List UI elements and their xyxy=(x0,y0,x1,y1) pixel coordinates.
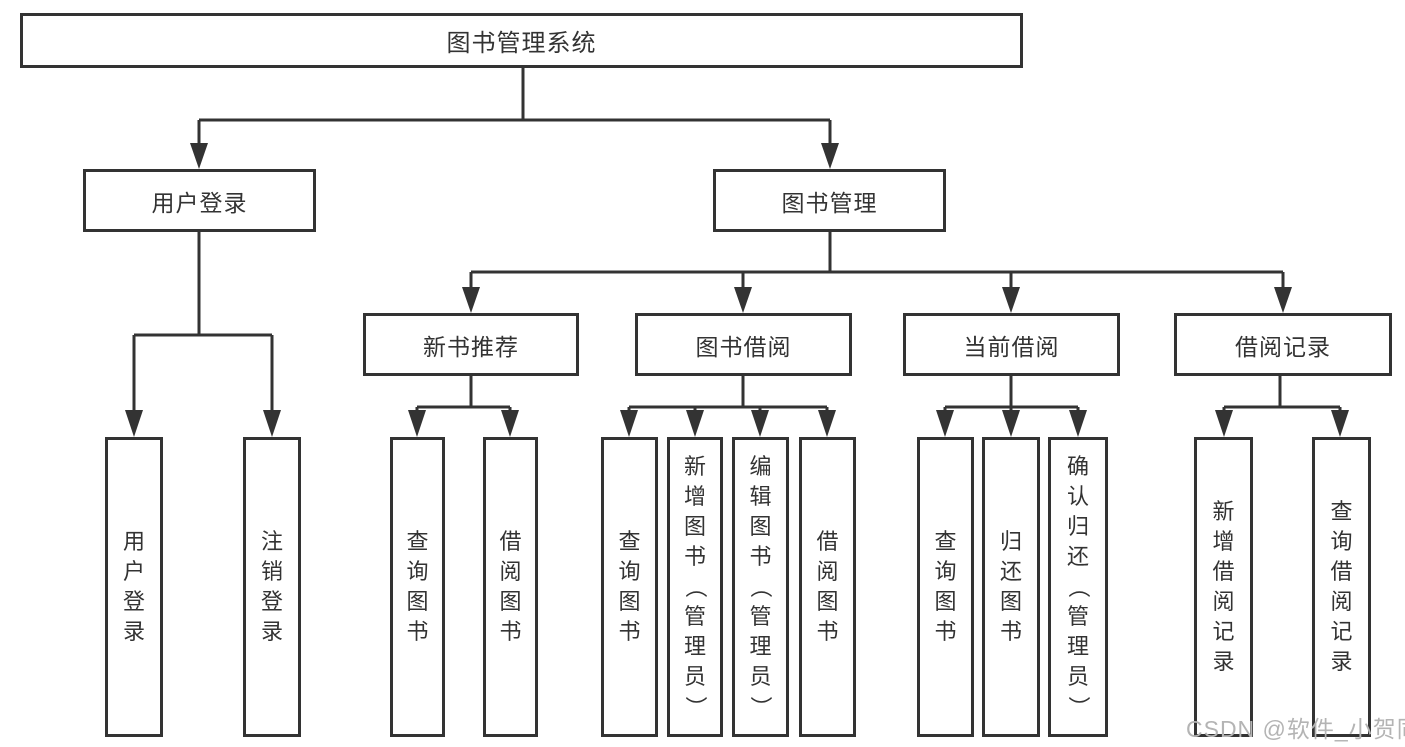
leaf-user-login: 用户登录 xyxy=(105,437,163,737)
node-borrow-records-label: 借阅记录 xyxy=(1235,333,1331,360)
leaf-recommend-borrow-books-label: 借阅图书 xyxy=(499,529,522,644)
leaf-add-borrow-record-label: 新增借阅记录 xyxy=(1212,499,1235,674)
node-root-label: 图书管理系统 xyxy=(446,30,597,57)
leaf-recommend-query-books: 查询图书 xyxy=(390,437,445,737)
node-new-book-recommend-label: 新书推荐 xyxy=(423,333,519,360)
leaf-user-login-label: 用户登录 xyxy=(122,529,145,644)
node-book-management: 图书管理 xyxy=(713,169,946,232)
node-book-borrow-label: 图书借阅 xyxy=(695,333,792,360)
leaf-logout-label: 注销登录 xyxy=(260,529,283,644)
leaf-current-query-books-label: 查询图书 xyxy=(934,529,957,644)
leaf-return-books-label: 归还图书 xyxy=(999,529,1022,644)
node-user-login: 用户登录 xyxy=(83,169,316,232)
leaf-confirm-return-admin-label: 确认归还（管理员） xyxy=(1065,454,1091,719)
leaf-add-books-admin: 新增图书（管理员） xyxy=(667,437,723,737)
csdn-watermark: CSDN @软件_小贺同学 xyxy=(1186,716,1405,742)
leaf-borrow-books: 借阅图书 xyxy=(799,437,856,737)
leaf-recommend-borrow-books: 借阅图书 xyxy=(483,437,538,737)
leaf-current-query-books: 查询图书 xyxy=(917,437,974,737)
node-user-login-label: 用户登录 xyxy=(151,189,248,216)
node-book-borrow: 图书借阅 xyxy=(635,313,852,376)
leaf-query-borrow-record-label: 查询借阅记录 xyxy=(1330,499,1353,674)
leaf-borrow-books-label: 借阅图书 xyxy=(816,529,839,644)
node-book-management-label: 图书管理 xyxy=(781,189,878,216)
leaf-confirm-return-admin: 确认归还（管理员） xyxy=(1048,437,1108,737)
leaf-recommend-query-books-label: 查询图书 xyxy=(406,529,429,644)
leaf-edit-books-admin: 编辑图书（管理员） xyxy=(732,437,789,737)
node-current-borrow: 当前借阅 xyxy=(903,313,1120,376)
leaf-query-borrow-record: 查询借阅记录 xyxy=(1312,437,1371,737)
leaf-add-borrow-record: 新增借阅记录 xyxy=(1194,437,1253,737)
node-borrow-records: 借阅记录 xyxy=(1174,313,1392,376)
leaf-edit-books-admin-label: 编辑图书（管理员） xyxy=(748,454,774,719)
leaf-add-books-admin-label: 新增图书（管理员） xyxy=(682,454,708,719)
node-current-borrow-label: 当前借阅 xyxy=(963,333,1060,360)
leaf-logout: 注销登录 xyxy=(243,437,301,737)
node-new-book-recommend: 新书推荐 xyxy=(363,313,579,376)
leaf-borrow-query-books-label: 查询图书 xyxy=(618,529,641,644)
node-root: 图书管理系统 xyxy=(20,13,1023,68)
leaf-borrow-query-books: 查询图书 xyxy=(601,437,658,737)
leaf-return-books: 归还图书 xyxy=(982,437,1040,737)
